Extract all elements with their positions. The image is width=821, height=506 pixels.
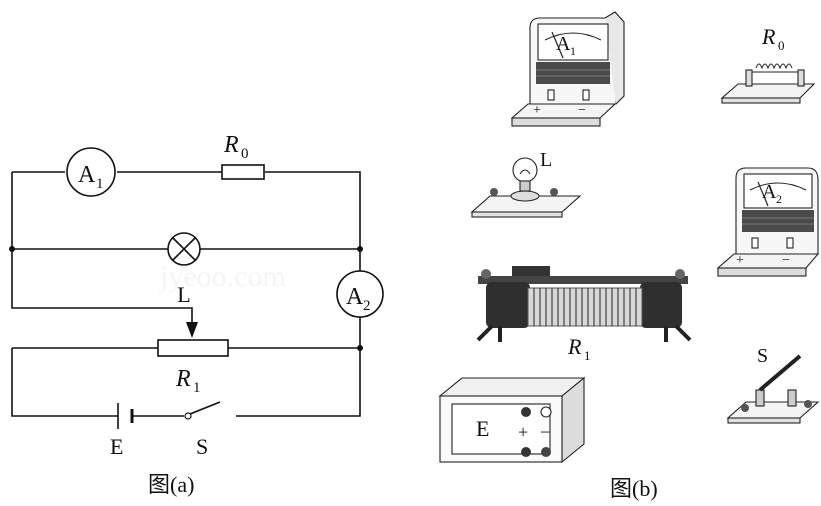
r1-letter: R bbox=[175, 366, 191, 392]
ammeter-a1-letter: A bbox=[78, 162, 96, 188]
phys-r1-sub: 1 bbox=[584, 348, 591, 363]
power-supply-physical-icon bbox=[438, 376, 586, 464]
caption-b: 图(b) bbox=[610, 476, 658, 501]
circuit-diagram-a: jyeoo.com A 1 R 0 L A 2 R 1 bbox=[9, 132, 384, 497]
junction-dot bbox=[357, 246, 363, 252]
battery-branch-wire bbox=[11, 348, 184, 417]
phys-a2-minus: − bbox=[782, 253, 790, 268]
phys-a1-letter: A bbox=[556, 33, 571, 55]
lamp-cross bbox=[172, 237, 196, 261]
switch-pivot bbox=[184, 412, 192, 420]
phys-supply-minus: − bbox=[540, 422, 550, 442]
phys-a2-plus: + bbox=[736, 253, 744, 268]
lamp-label: L bbox=[177, 282, 190, 307]
phys-r0-sub: 0 bbox=[778, 38, 785, 53]
phys-a1-plus: + bbox=[533, 103, 541, 118]
ammeter-a1-physical-icon bbox=[510, 11, 625, 127]
watermark-text: jyeoo.com bbox=[159, 260, 286, 293]
left-outer-wire bbox=[11, 172, 193, 322]
switch-physical-icon bbox=[726, 354, 820, 424]
top-branch-wire bbox=[12, 171, 361, 272]
battery-label: E bbox=[110, 434, 123, 459]
phys-a2-sub: 2 bbox=[776, 192, 782, 206]
r0-letter: R bbox=[223, 132, 239, 158]
ammeter-a2-sub: 2 bbox=[363, 298, 371, 314]
junction-dot bbox=[357, 345, 363, 351]
resistor-r0-icon bbox=[221, 164, 265, 180]
ammeter-a2-icon bbox=[336, 270, 384, 318]
r1-sub: 1 bbox=[193, 380, 201, 396]
phys-a1-minus: − bbox=[578, 103, 586, 118]
apparatus-b: A 1 + − R 0 L bbox=[438, 11, 820, 501]
ammeter-a1-sub: 1 bbox=[96, 176, 104, 192]
rheostat-r1-icon bbox=[157, 339, 229, 357]
resistor-r0-physical-icon bbox=[720, 63, 816, 104]
junction-dot bbox=[9, 246, 15, 252]
caption-a: 图(a) bbox=[148, 472, 194, 497]
phys-r1-letter: R bbox=[567, 334, 582, 359]
rheostat-r1-physical-icon bbox=[476, 266, 692, 342]
switch-label: S bbox=[196, 434, 208, 459]
phys-supply-label: E bbox=[476, 416, 489, 441]
lamp-physical-icon bbox=[470, 157, 582, 218]
phys-a2-letter: A bbox=[762, 181, 777, 203]
switch-blade bbox=[189, 401, 221, 415]
phys-r0-letter: R bbox=[761, 24, 776, 49]
phys-lamp-label: L bbox=[540, 149, 552, 171]
phys-a1-sub: 1 bbox=[570, 44, 576, 58]
right-outer-wire bbox=[236, 316, 361, 417]
phys-supply-plus: + bbox=[518, 422, 528, 442]
ammeter-a1-icon bbox=[66, 147, 116, 197]
slider-arrow-icon bbox=[186, 322, 198, 338]
ammeter-a2-letter: A bbox=[346, 284, 364, 310]
r0-sub: 0 bbox=[241, 146, 249, 162]
phys-switch-label: S bbox=[757, 345, 768, 367]
ammeter-a2-physical-icon bbox=[716, 167, 820, 277]
